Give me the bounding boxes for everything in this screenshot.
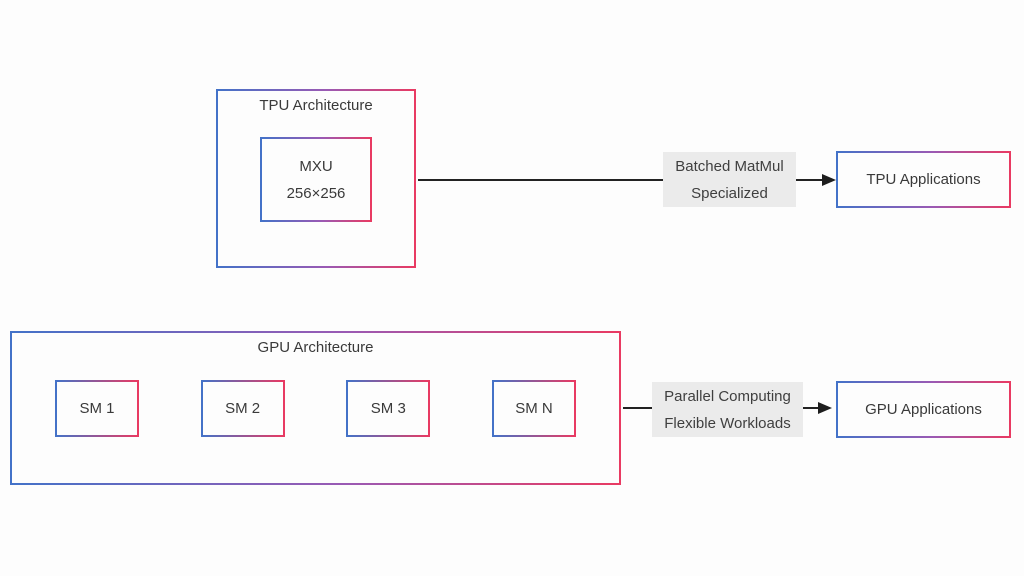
sm-box-n: SM N bbox=[491, 380, 576, 437]
tpu-arrowhead-icon bbox=[822, 174, 836, 186]
tpu-edge-label: Batched MatMul Specialized bbox=[663, 152, 796, 207]
gpu-edge-label-line2: Flexible Workloads bbox=[664, 414, 791, 432]
gpu-edge-label: Parallel Computing Flexible Workloads bbox=[652, 382, 803, 437]
mxu-label: MXU bbox=[299, 157, 333, 175]
tpu-edge-label-line2: Specialized bbox=[691, 184, 768, 202]
tpu-edge-label-line1: Batched MatMul bbox=[675, 157, 784, 175]
gpu-arrowhead-icon bbox=[818, 402, 832, 414]
gpu-applications-box: GPU Applications bbox=[836, 381, 1011, 438]
sm-row: SM 1 SM 2 SM 3 SM N bbox=[10, 380, 621, 437]
sm-box-3: SM 3 bbox=[346, 380, 431, 437]
mxu-size-label: 256×256 bbox=[286, 184, 346, 202]
sm-box-1: SM 1 bbox=[55, 380, 139, 437]
tpu-architecture-title: TPU Architecture bbox=[259, 97, 373, 114]
tpu-applications-box: TPU Applications bbox=[836, 151, 1011, 208]
tpu-connector-line bbox=[418, 179, 796, 181]
sm-box-2: SM 2 bbox=[200, 380, 285, 437]
gpu-applications-label: GPU Applications bbox=[865, 401, 982, 418]
gpu-connector-line-segment bbox=[803, 407, 818, 409]
tpu-applications-label: TPU Applications bbox=[866, 171, 981, 188]
mxu-box: MXU 256×256 bbox=[260, 137, 372, 222]
tpu-connector-line-segment bbox=[796, 179, 822, 181]
gpu-edge-label-line1: Parallel Computing bbox=[664, 387, 791, 405]
gpu-architecture-title: GPU Architecture bbox=[257, 339, 374, 356]
